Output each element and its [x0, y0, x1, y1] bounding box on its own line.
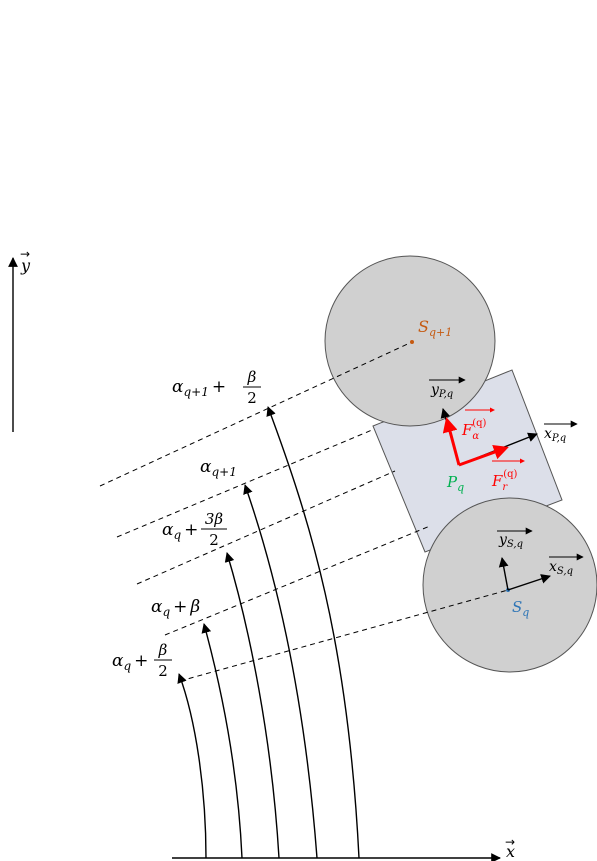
label-f-alpha: Fα(q)	[461, 407, 495, 442]
label-f-r: Fr(q)	[491, 458, 525, 493]
x-axis-arrow: →	[505, 835, 515, 849]
angle-label-2: αq+1	[200, 457, 237, 479]
dashed-rays	[99, 341, 509, 682]
label-s-next: Sq+1	[418, 317, 452, 339]
label-y-p: yP,q	[429, 376, 466, 400]
force-f-r	[458, 445, 509, 467]
arc-1	[266, 406, 360, 859]
svg-text:Fα(q): Fα(q)	[461, 418, 486, 442]
ray-2	[116, 429, 373, 538]
ray-1	[99, 341, 413, 487]
circle-s	[422, 497, 597, 673]
angle-label-5: αq+ β 2	[112, 641, 172, 680]
angle-label-1: αq+1+ β 2	[172, 368, 261, 407]
arc-3	[224, 552, 280, 859]
svg-text:αq+β: αq+β	[151, 597, 200, 619]
y-axis: y →	[8, 247, 31, 432]
svg-text:y: y	[20, 256, 31, 275]
svg-text:xP,q: xP,q	[544, 426, 566, 444]
svg-text:β: β	[247, 368, 257, 386]
svg-text:αq+1+: αq+1+	[172, 377, 226, 399]
svg-text:yS,q: yS,q	[498, 532, 523, 550]
svg-text:Fr(q): Fr(q)	[491, 469, 518, 493]
ray-3	[136, 470, 396, 585]
label-p: Pq	[446, 473, 464, 494]
arc-2	[243, 484, 318, 859]
svg-text:2: 2	[209, 531, 219, 549]
point-s-next-dot	[410, 340, 414, 344]
svg-text:β: β	[158, 641, 168, 659]
y-axis-arrow: →	[20, 247, 30, 261]
label-x-p: xP,q	[544, 420, 578, 444]
circle-s-next	[324, 255, 496, 427]
svg-text:3β: 3β	[205, 510, 224, 528]
svg-text:yP,q: yP,q	[430, 382, 453, 400]
vector-y-s	[498, 557, 509, 591]
y-axis-label: y	[20, 256, 31, 275]
arc-5	[177, 673, 207, 859]
x-axis-label: x	[506, 842, 515, 861]
svg-text:2: 2	[158, 662, 168, 680]
svg-text:2: 2	[247, 389, 257, 407]
vector-x-s	[507, 574, 551, 591]
angle-label-3: αq+ 3β 2	[162, 510, 227, 549]
svg-text:xS,q: xS,q	[549, 559, 573, 577]
force-f-alpha	[442, 417, 461, 466]
label-s: Sq	[512, 598, 529, 619]
label-y-s: yS,q	[497, 527, 533, 550]
ray-5	[179, 589, 509, 682]
svg-text:αq+: αq+	[112, 651, 148, 673]
arc-4	[201, 623, 243, 859]
angle-arcs	[177, 406, 360, 859]
x-axis: x →	[172, 835, 515, 861]
svg-text:αq+1: αq+1	[200, 457, 237, 479]
svg-text:αq+: αq+	[162, 520, 198, 542]
ray-4	[164, 525, 431, 636]
label-x-s: xS,q	[549, 553, 584, 577]
angle-label-4: αq+β	[151, 597, 200, 619]
svg-text:x: x	[506, 842, 515, 861]
